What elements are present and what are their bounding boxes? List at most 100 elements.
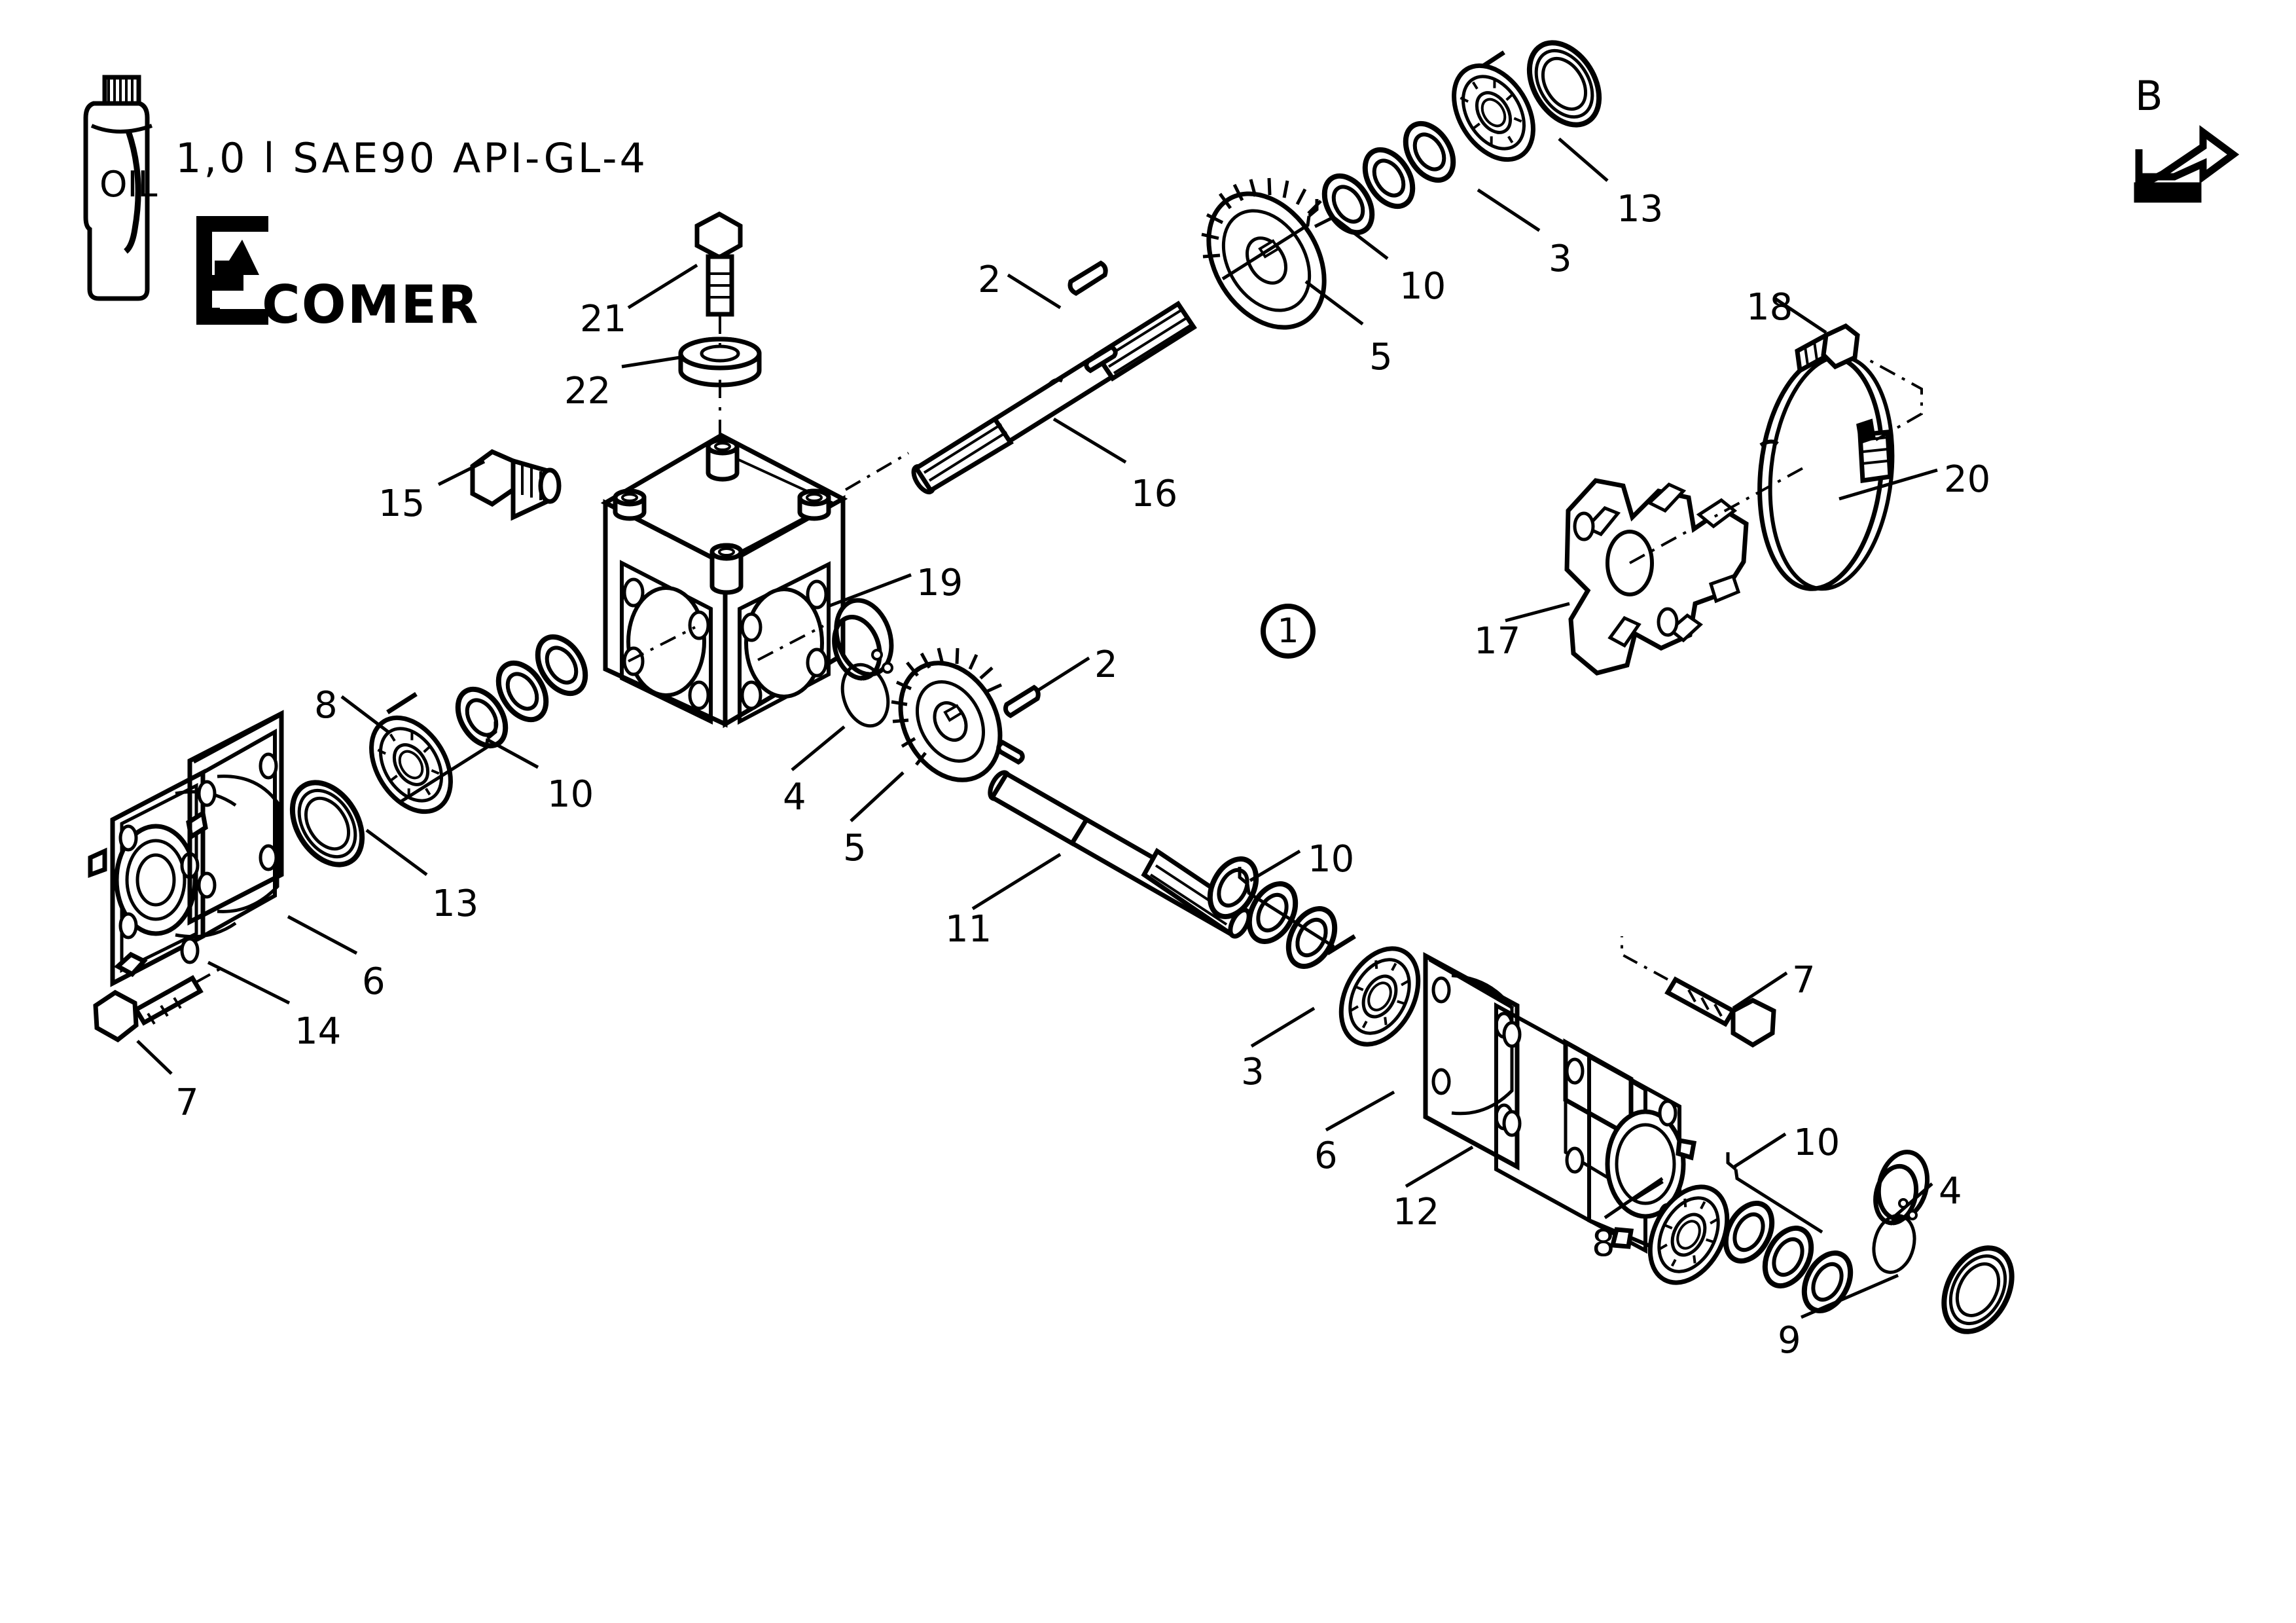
leader-line-3 [1250, 1006, 1316, 1048]
view-letter-b: B [2135, 72, 2164, 120]
flex-coupling-17 [1564, 478, 1749, 676]
oil-seal-13-left [278, 770, 376, 877]
oil-specification-text: 1,0 l SAE90 API-GL-4 [175, 134, 648, 182]
gearbox-housing-19 [600, 433, 848, 729]
view-direction-arrow-icon [2134, 125, 2240, 203]
flange-cover-14 [88, 728, 277, 987]
leader-line-13 [1558, 137, 1609, 182]
bolt-7-left [93, 975, 204, 1043]
callout-number-10: 10 [547, 773, 594, 816]
callout-number-2: 2 [1094, 644, 1118, 686]
shim-group-brackets [400, 199, 1823, 1234]
callout-number-3: 3 [1549, 238, 1572, 280]
leader-line-17 [1505, 602, 1570, 623]
callout-number-3: 3 [1241, 1051, 1265, 1093]
shim-washers-10-left [448, 629, 595, 755]
leader-line-8 [1604, 1176, 1664, 1220]
oil-bottle-icon [83, 75, 153, 301]
key-2-lower [1003, 684, 1041, 719]
leader-line-12 [1405, 1145, 1474, 1188]
left-bolt-axis [196, 968, 221, 983]
leader-line-19 [829, 573, 912, 608]
housing-bore-axes [628, 452, 910, 663]
leader-line-20 [1839, 468, 1938, 501]
comer-wordmark: COMER [262, 274, 480, 335]
leader-line-13 [365, 828, 428, 877]
bolt-7-right [1664, 976, 1776, 1048]
callout-number-7: 7 [1792, 959, 1816, 1002]
callout-leader-lines [136, 137, 1938, 1319]
leader-line-6 [1325, 1090, 1395, 1132]
leader-line-21 [627, 263, 698, 310]
bearing-housing-12 [1494, 1002, 1697, 1262]
callout-number-2: 2 [978, 259, 1001, 301]
callout-number-20: 20 [1944, 458, 1991, 501]
oil-seal-9 [1930, 1236, 2025, 1343]
gasket-6-right [1423, 952, 1520, 1171]
callout-number-11: 11 [945, 908, 992, 951]
input-shaft-16 [911, 301, 1197, 495]
shim-washers-10-top [1315, 115, 1463, 242]
oil-bottle-label: OIL [99, 164, 158, 205]
washer-22 [678, 337, 762, 388]
leader-line-18 [1774, 297, 1827, 335]
bevel-gear-5-lower [891, 647, 1003, 782]
callout-number-10: 10 [1399, 265, 1446, 308]
ball-bearing-3-top [1438, 51, 1550, 173]
callout-number-10: 10 [1793, 1122, 1840, 1164]
leader-line-5 [850, 771, 905, 822]
callout-number-15: 15 [378, 483, 425, 525]
leader-line-4 [791, 725, 846, 771]
callout-number-12: 12 [1393, 1191, 1440, 1233]
leader-line-5 [1304, 280, 1364, 326]
leader-line-3 [1477, 188, 1541, 232]
leader-line-11 [971, 852, 1062, 911]
assembly-callout-circle [1261, 604, 1316, 659]
leader-line-2 [1007, 273, 1062, 310]
callout-number-18: 18 [1746, 286, 1793, 329]
callout-number-9: 9 [1778, 1319, 1801, 1362]
callout-number-17: 17 [1474, 620, 1521, 663]
leader-line-2 [1036, 656, 1090, 693]
leader-line-6 [287, 915, 358, 955]
key-2-top [1067, 260, 1108, 297]
assembly-callout-number: 1 [1277, 611, 1299, 651]
callout-number-19: 19 [916, 562, 963, 604]
callout-number-22: 22 [564, 370, 611, 412]
comer-logo-mark [196, 216, 268, 325]
callout-number-8: 8 [314, 684, 338, 727]
band-screw-18 [1795, 323, 1860, 374]
leader-line-10 [1733, 1132, 1787, 1169]
leader-line-10 [1331, 215, 1389, 260]
leader-line-10 [1249, 849, 1301, 883]
coupling-axis [1629, 357, 1923, 564]
ball-bearing-3-lower [1325, 936, 1433, 1058]
callout-number-7: 7 [175, 1082, 199, 1124]
ball-bearing-8-left [355, 692, 467, 826]
callout-number-13: 13 [432, 883, 479, 925]
leader-line-10 [486, 738, 539, 769]
callout-number-6: 6 [1314, 1135, 1338, 1177]
callout-number-6: 6 [362, 960, 386, 1003]
snap-ring-4-left [832, 598, 894, 728]
bolt-21 [694, 211, 743, 317]
right-bolt-axis [1621, 936, 1668, 981]
callout-number-8: 8 [1592, 1222, 1615, 1265]
leader-line-7 [1732, 971, 1788, 1010]
callout-number-4: 4 [783, 776, 806, 818]
leader-line-14 [207, 960, 291, 1005]
leader-line-15 [437, 460, 486, 486]
callout-number-5: 5 [1369, 336, 1393, 378]
leader-line-16 [1052, 417, 1127, 464]
callout-number-5: 5 [843, 827, 867, 869]
callout-number-16: 16 [1131, 473, 1178, 515]
leader-line-9 [1801, 1273, 1899, 1319]
clamp-band-20 [1757, 354, 1895, 591]
leader-line-7 [136, 1040, 173, 1075]
drain-plug-15 [470, 448, 562, 521]
leader-line-22 [621, 355, 685, 369]
leader-line-8 [340, 695, 391, 735]
callout-number-4: 4 [1939, 1170, 1962, 1213]
